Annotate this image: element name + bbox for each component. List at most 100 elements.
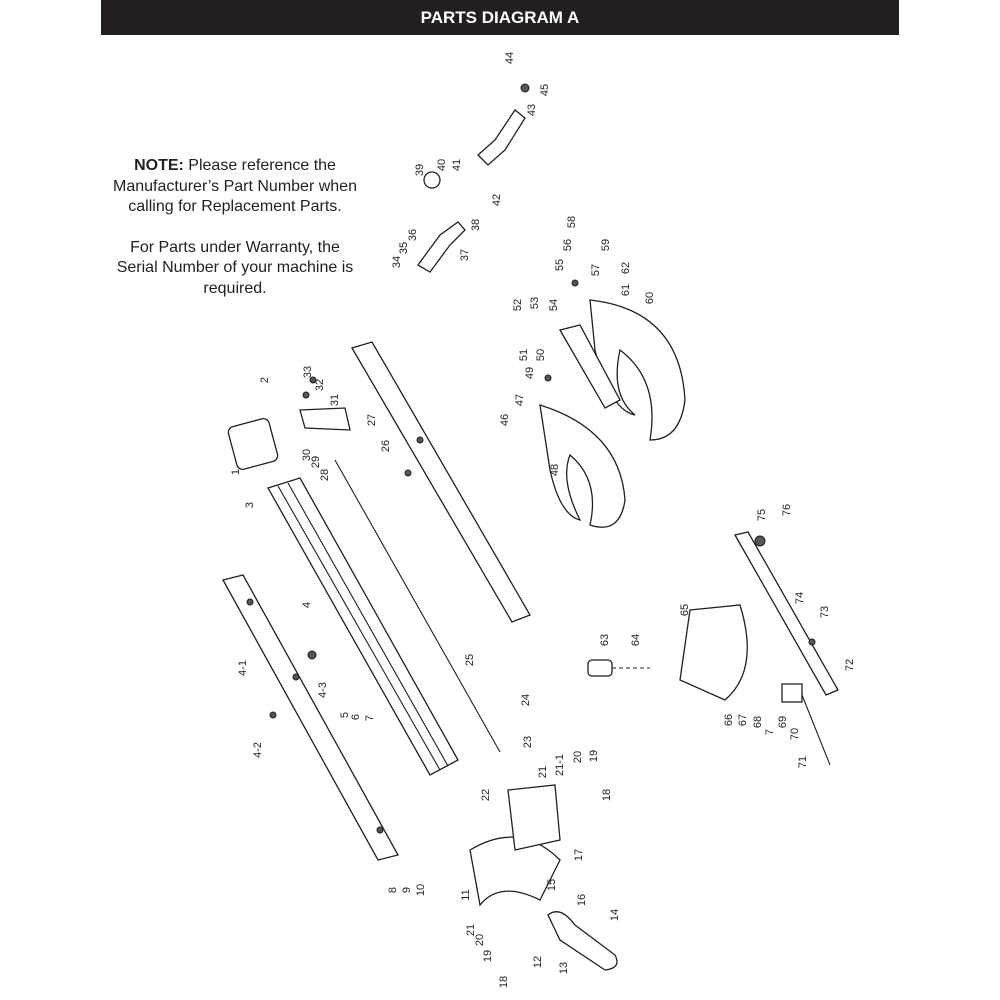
part-label-4-3: 4-3 bbox=[317, 682, 329, 698]
part-label-38: 38 bbox=[470, 219, 482, 231]
part-label-74: 74 bbox=[794, 592, 806, 604]
part-label-68: 68 bbox=[752, 716, 764, 728]
part-label-19: 19 bbox=[588, 750, 600, 762]
fastener bbox=[292, 673, 300, 681]
part-label-21-1: 21-1 bbox=[554, 754, 566, 776]
part-label-21: 21 bbox=[465, 924, 477, 936]
fence-groove bbox=[277, 485, 441, 771]
part-label-55: 55 bbox=[554, 259, 566, 271]
part-label-50: 50 bbox=[535, 349, 547, 361]
fastener bbox=[404, 469, 412, 477]
fastener bbox=[571, 279, 579, 287]
part-label-14: 14 bbox=[609, 909, 621, 921]
part-label-30: 30 bbox=[301, 449, 313, 461]
part-label-64: 64 bbox=[630, 634, 642, 646]
part-label-18: 18 bbox=[498, 976, 510, 988]
part-37-arm bbox=[417, 221, 466, 273]
part-label-19: 19 bbox=[482, 950, 494, 962]
part-42-arm bbox=[477, 109, 526, 166]
part-21-body bbox=[507, 784, 561, 851]
fastener bbox=[309, 376, 317, 384]
part-label-7: 7 bbox=[364, 715, 376, 721]
note-warranty: For Parts under Warranty, the Serial Num… bbox=[116, 238, 354, 297]
fastener bbox=[754, 535, 766, 547]
fastener bbox=[246, 598, 254, 606]
part-label-25: 25 bbox=[464, 654, 476, 666]
part-label-56: 56 bbox=[562, 239, 574, 251]
part-label-3: 3 bbox=[244, 502, 256, 508]
part-label-76: 76 bbox=[781, 504, 793, 516]
fastener bbox=[307, 650, 317, 660]
part-label-57: 57 bbox=[590, 264, 602, 276]
page-header: PARTS DIAGRAM A bbox=[101, 0, 899, 35]
part-label-59: 59 bbox=[600, 239, 612, 251]
part-label-4-2: 4-2 bbox=[252, 742, 264, 758]
part-label-53: 53 bbox=[529, 297, 541, 309]
part-label-44: 44 bbox=[504, 52, 516, 64]
rod-71 bbox=[799, 689, 831, 766]
fastener bbox=[416, 436, 424, 444]
part-1 bbox=[227, 418, 279, 470]
part-label-71: 71 bbox=[797, 756, 809, 768]
part-label-32: 32 bbox=[314, 379, 326, 391]
part-label-22: 22 bbox=[480, 789, 492, 801]
part-label-65: 65 bbox=[679, 604, 691, 616]
part-label-41: 41 bbox=[451, 159, 463, 171]
part-label-69: 69 bbox=[777, 716, 789, 728]
part-label-43: 43 bbox=[526, 104, 538, 116]
part-label-73: 73 bbox=[819, 606, 831, 618]
part-label-67: 67 bbox=[737, 714, 749, 726]
note-lead: NOTE: bbox=[134, 157, 184, 174]
part-label-13: 13 bbox=[558, 962, 570, 974]
part-label-1: 1 bbox=[230, 469, 242, 475]
part-label-40: 40 bbox=[436, 159, 448, 171]
part-label-61: 61 bbox=[620, 284, 632, 296]
part-label-6: 6 bbox=[350, 714, 362, 720]
part-39 bbox=[423, 171, 441, 189]
part-label-75: 75 bbox=[756, 509, 768, 521]
part-label-26: 26 bbox=[380, 440, 392, 452]
part-label-12: 12 bbox=[532, 956, 544, 968]
part-label-4: 4 bbox=[301, 602, 313, 608]
fastener bbox=[376, 826, 384, 834]
part-label-15: 15 bbox=[546, 879, 558, 891]
part-label-45: 45 bbox=[539, 84, 551, 96]
part-63 bbox=[587, 659, 613, 677]
part-label-27: 27 bbox=[366, 414, 378, 426]
part-label-20: 20 bbox=[572, 751, 584, 763]
part-74 bbox=[734, 531, 839, 696]
diagram-drawing bbox=[222, 83, 839, 971]
fastener bbox=[544, 374, 552, 382]
part-11 bbox=[469, 836, 561, 907]
part-label-66: 66 bbox=[723, 714, 735, 726]
part-label-10: 10 bbox=[415, 884, 427, 896]
fence-groove bbox=[287, 482, 449, 767]
fastener bbox=[520, 83, 530, 93]
part-65 bbox=[679, 604, 748, 701]
note-reference: Please reference the Manufacturer’s Part… bbox=[113, 157, 357, 215]
part-label-33: 33 bbox=[302, 366, 314, 378]
rail-lower bbox=[222, 574, 399, 861]
part-label-16: 16 bbox=[576, 894, 588, 906]
part-label-24: 24 bbox=[520, 694, 532, 706]
part-48 bbox=[539, 404, 626, 528]
part-label-46: 46 bbox=[499, 414, 511, 426]
part-label-58: 58 bbox=[566, 216, 578, 228]
part-label-9: 9 bbox=[401, 887, 413, 893]
part-label-35: 35 bbox=[398, 242, 410, 254]
part-label-52: 52 bbox=[512, 299, 524, 311]
fastener bbox=[302, 391, 310, 399]
part-label-37: 37 bbox=[459, 249, 471, 261]
part-label-34: 34 bbox=[391, 256, 403, 268]
part-label-8: 8 bbox=[387, 887, 399, 893]
part-label-4-1: 4-1 bbox=[237, 660, 249, 676]
part-label-2: 2 bbox=[259, 377, 271, 383]
part-54 bbox=[559, 324, 621, 409]
part-label-29: 29 bbox=[310, 456, 322, 468]
part-label-63: 63 bbox=[599, 634, 611, 646]
part-label-20: 20 bbox=[474, 934, 486, 946]
part-label-49: 49 bbox=[524, 367, 536, 379]
part-label-47: 47 bbox=[514, 394, 526, 406]
